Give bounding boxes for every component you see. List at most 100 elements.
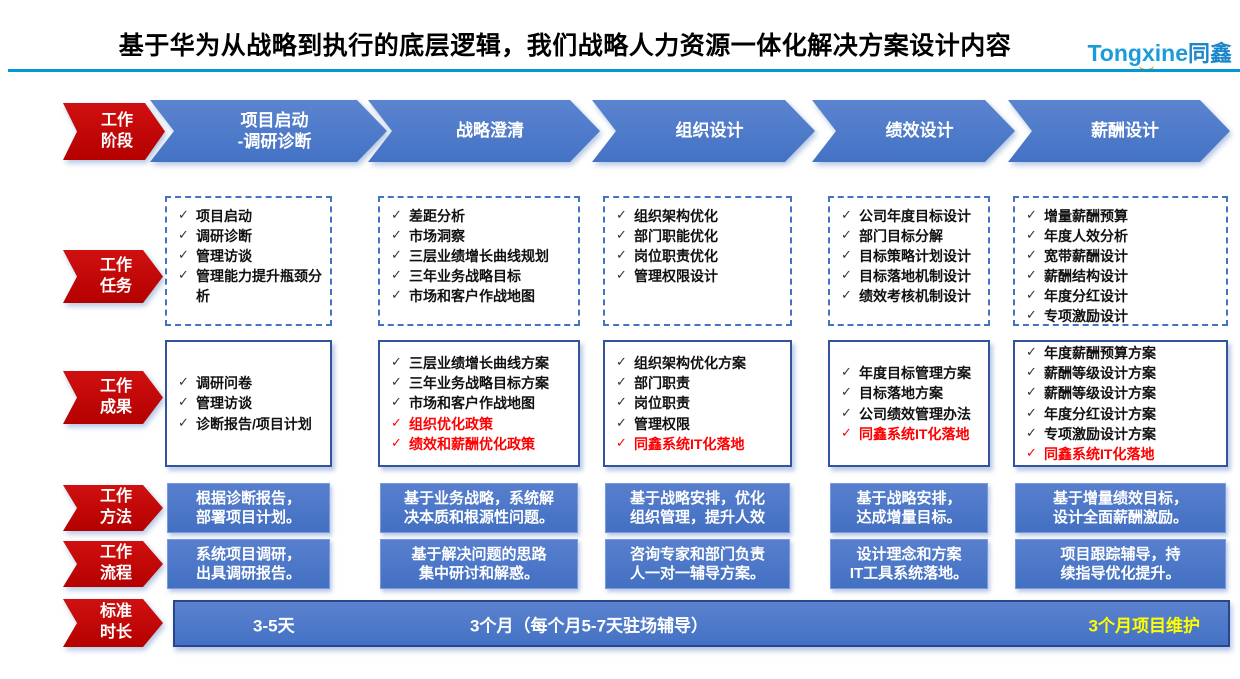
output-item-text: 市场和客户作战地图	[409, 395, 535, 412]
check-icon: ✓	[391, 434, 402, 450]
output-item: ✓薪酬等级设计方案	[1025, 383, 1220, 403]
output-item-text: 管理权限	[634, 415, 690, 432]
check-icon: ✓	[841, 287, 852, 303]
output-item-text: 专项激励设计方案	[1044, 425, 1156, 442]
task-item-text: 部门职能优化	[634, 228, 718, 245]
check-icon: ✓	[1026, 307, 1037, 323]
check-icon: ✓	[1026, 364, 1037, 380]
output-list: ✓年度薪酬预算方案✓薪酬等级设计方案✓薪酬等级设计方案✓年度分红设计方案✓专项激…	[1025, 343, 1220, 461]
output-item-text: 年度薪酬预算方案	[1044, 345, 1156, 362]
task-box: ✓项目启动✓调研诊断✓管理访谈✓管理能力提升瓶颈分析	[165, 196, 332, 326]
output-list: ✓调研问卷✓管理访谈✓诊断报告/项目计划	[177, 346, 324, 461]
phase-arrow-label: 战略澄清	[368, 100, 600, 162]
task-item: ✓ 管理权限设计	[615, 266, 784, 286]
task-box: ✓增量薪酬预算✓年度人效分析✓宽带薪酬设计✓薪酬结构设计✓年度分红设计✓专项激励…	[1013, 196, 1228, 326]
task-item-text: 部门目标分解	[859, 228, 943, 245]
check-icon: ✓	[391, 207, 402, 222]
row-label-method: 工作 方法	[63, 485, 163, 531]
check-icon: ✓	[178, 374, 189, 390]
output-item: ✓ 专项激励设计方案	[1025, 424, 1220, 444]
check-icon: ✓	[178, 207, 189, 222]
output-item: ✓市场和客户作战地图	[390, 393, 572, 413]
task-item-text: 薪酬结构设计	[1044, 268, 1128, 285]
task-item: ✓ 部门目标分解	[840, 226, 982, 246]
row-label-tasks: 工作 任务	[63, 250, 163, 303]
check-icon: ✓	[178, 247, 189, 263]
output-item: ✓三年业务战略目标方案	[390, 373, 572, 393]
task-item: ✓组织架构优化	[615, 206, 784, 226]
task-item-text: 岗位职责优化	[634, 248, 718, 265]
check-icon: ✓	[616, 247, 627, 263]
method-box: 根据诊断报告， 部署项目计划。	[167, 483, 330, 533]
output-item: ✓ 调研问卷	[177, 373, 324, 393]
output-item-text: 岗位职责	[634, 395, 690, 412]
output-item-text: 调研问卷	[196, 375, 252, 392]
task-item: ✓项目启动	[177, 206, 324, 226]
brand-logo-cn: 同鑫	[1187, 41, 1232, 66]
method-box: 基于业务战略，系统解 决本质和根源性问题。	[380, 483, 578, 533]
check-icon: ✓	[1026, 404, 1037, 420]
output-item-text: 组织架构优化方案	[634, 355, 746, 372]
task-item-text: 绩效考核机制设计	[859, 288, 971, 305]
task-item-text: 宽带薪酬设计	[1044, 248, 1128, 265]
check-icon: ✓	[841, 424, 852, 440]
check-icon: ✓	[391, 414, 402, 430]
task-item-text: 专项激励设计	[1044, 308, 1128, 325]
method-box: 基于战略安排，优化 组织管理，提升人效	[605, 483, 790, 533]
check-icon: ✓	[391, 287, 402, 303]
check-icon: ✓	[1026, 227, 1037, 243]
task-box: ✓差距分析✓市场洞察✓三层业绩增长曲线规划✓三年业务战略目标✓市场和客户作战地图	[378, 196, 580, 326]
task-item: ✓薪酬结构设计	[1025, 266, 1220, 286]
task-list: ✓组织架构优化✓部门职能优化✓岗位职责优化✓管理权限设计	[615, 206, 784, 286]
row-label-phase: 工作 阶段	[63, 103, 165, 160]
output-item: ✓岗位职责	[615, 393, 784, 413]
method-box: 基于增量绩效目标， 设计全面薪酬激励。	[1015, 483, 1226, 533]
output-item-text: 组织优化政策	[409, 415, 493, 432]
task-item-text: 目标策略计划设计	[859, 248, 971, 265]
check-icon: ✓	[841, 207, 852, 222]
output-box: ✓组织架构优化方案✓部门职责✓岗位职责✓管理权限✓同鑫系统IT化落地	[603, 340, 792, 467]
task-item: ✓三层业绩增长曲线规划	[390, 246, 572, 266]
output-box: ✓三层业绩增长曲线方案✓三年业务战略目标方案✓市场和客户作战地图✓组织优化政策✓…	[378, 340, 580, 467]
brand-logo-en: Tongxine	[1087, 40, 1188, 66]
check-icon: ✓	[616, 267, 627, 283]
output-item: ✓ 管理权限	[615, 414, 784, 434]
output-item-text: 三年业务战略目标方案	[409, 375, 549, 392]
check-icon: ✓	[616, 414, 627, 430]
check-icon: ✓	[391, 247, 402, 263]
check-icon: ✓	[616, 434, 627, 450]
phase-arrow: 项目启动 -调研诊断	[150, 100, 387, 162]
task-item: ✓管理访谈	[177, 246, 324, 266]
check-icon: ✓	[616, 227, 627, 243]
output-item-text: 部门职责	[634, 375, 690, 392]
task-item-text: 管理权限设计	[634, 268, 718, 285]
check-icon: ✓	[1026, 444, 1037, 460]
row-label-method-text: 工作 方法	[63, 485, 163, 531]
task-item: ✓年度分红设计	[1025, 286, 1220, 306]
output-box: ✓年度薪酬预算方案✓薪酬等级设计方案✓薪酬等级设计方案✓年度分红设计方案✓专项激…	[1013, 340, 1228, 467]
output-item: ✓诊断报告/项目计划	[177, 414, 324, 434]
task-item: ✓目标落地机制设计	[840, 266, 982, 286]
task-item-text: 三年业务战略目标	[409, 268, 521, 285]
task-box: ✓组织架构优化✓部门职能优化✓岗位职责优化✓管理权限设计	[603, 196, 792, 326]
output-item-text: 目标落地方案	[859, 385, 943, 402]
output-item: ✓年度薪酬预算方案	[1025, 343, 1220, 363]
check-icon: ✓	[1026, 424, 1037, 440]
check-icon: ✓	[1026, 247, 1037, 263]
output-item: ✓ 目标落地方案	[840, 383, 982, 403]
output-item: ✓ 同鑫系统IT化落地	[615, 434, 784, 454]
task-item-text: 组织架构优化	[634, 208, 718, 224]
phase-arrow-label: 薪酬设计	[1008, 100, 1230, 162]
task-item-text: 管理能力提升瓶颈分析	[196, 268, 322, 305]
check-icon: ✓	[841, 384, 852, 400]
output-item-text: 同鑫系统IT化落地	[634, 435, 745, 452]
output-item: ✓组织架构优化方案	[615, 353, 784, 373]
duration-maintenance: 3个月项目维护	[1088, 616, 1200, 635]
process-box: 设计理念和方案 IT工具系统落地。	[830, 539, 988, 589]
method-box: 基于战略安排， 达成增量目标。	[830, 483, 988, 533]
task-item-text: 公司年度目标设计	[859, 208, 971, 224]
check-icon: ✓	[841, 227, 852, 243]
process-box: 项目跟踪辅导，持 续指导优化提升。	[1015, 539, 1226, 589]
check-icon: ✓	[841, 267, 852, 283]
check-icon: ✓	[178, 227, 189, 243]
